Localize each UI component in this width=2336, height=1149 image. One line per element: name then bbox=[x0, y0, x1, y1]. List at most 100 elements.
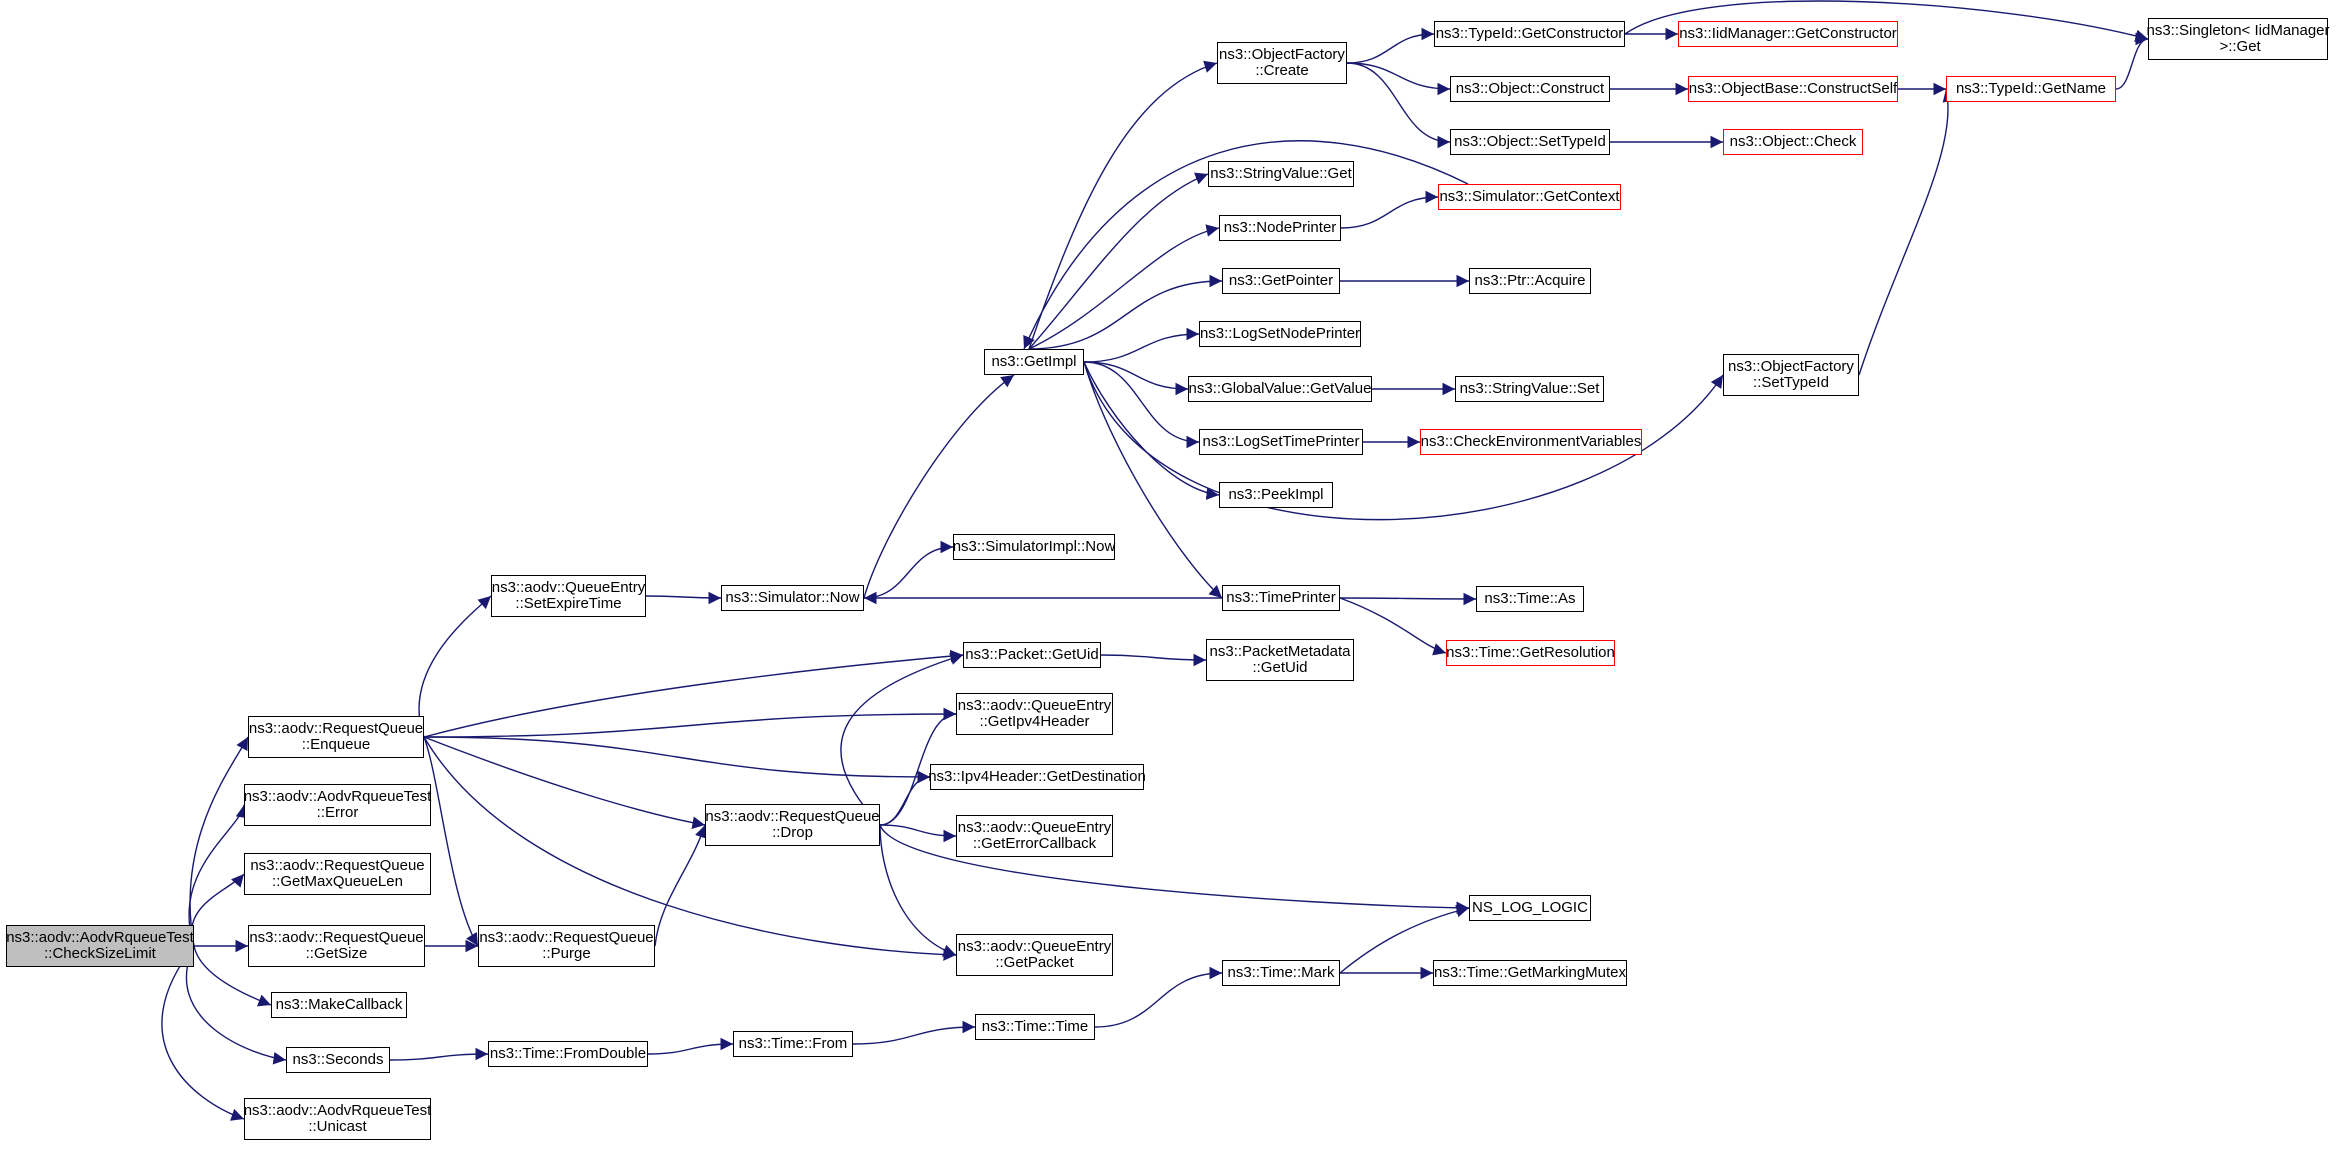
node-peekimpl[interactable]: ns3::PeekImpl bbox=[1219, 482, 1333, 508]
edge-getimpl-to-gv-getvalue bbox=[1083, 361, 1189, 396]
node-obj-check[interactable]: ns3::Object::Check bbox=[1723, 129, 1863, 155]
edge-timeprinter-to-time-getres bbox=[1339, 597, 1447, 656]
edge-rq-enqueue-to-packet-getuid bbox=[423, 649, 964, 738]
node-gv-getvalue[interactable]: ns3::GlobalValue::GetValue bbox=[1188, 376, 1372, 402]
edge-rq-enqueue-to-qe-getipv4 bbox=[423, 707, 957, 738]
node-rq-getsize[interactable]: ns3::aodv::RequestQueue ::GetSize bbox=[248, 925, 425, 967]
edge-sim-getcontext-to-getimpl bbox=[1023, 140, 1469, 350]
node-time-getmutex[interactable]: ns3::Time::GetMarkingMutex bbox=[1433, 960, 1627, 986]
edge-getimpl-to-logsetnodeprinter bbox=[1083, 327, 1200, 363]
node-time-fromdouble[interactable]: ns3::Time::FromDouble bbox=[488, 1041, 648, 1067]
node-sim-now[interactable]: ns3::Simulator::Now bbox=[721, 585, 864, 611]
node-time-as[interactable]: ns3::Time::As bbox=[1476, 586, 1584, 612]
edge-time-from-to-time-time bbox=[852, 1020, 976, 1045]
node-time-from[interactable]: ns3::Time::From bbox=[733, 1031, 853, 1057]
node-checkenv[interactable]: ns3::CheckEnvironmentVariables bbox=[1420, 429, 1642, 455]
edge-root-to-seconds bbox=[185, 945, 287, 1065]
edge-of-settypeid-to-typeid-getname bbox=[1858, 88, 1955, 376]
edge-rq-enqueue-to-qe-setexpire bbox=[418, 595, 492, 738]
node-sim-getcontext[interactable]: ns3::Simulator::GetContext bbox=[1438, 184, 1621, 210]
edge-typeid-getctor-to-singleton-get bbox=[1624, 0, 2149, 42]
edge-getimpl-to-timeprinter bbox=[1083, 361, 1223, 599]
node-logsetnodeprinter[interactable]: ns3::LogSetNodePrinter bbox=[1199, 321, 1361, 347]
node-seconds[interactable]: ns3::Seconds bbox=[286, 1047, 390, 1073]
node-nodeprinter[interactable]: ns3::NodePrinter bbox=[1219, 215, 1341, 241]
node-obj-construct[interactable]: ns3::Object::Construct bbox=[1450, 76, 1610, 102]
node-logsettimeprinter[interactable]: ns3::LogSetTimePrinter bbox=[1199, 429, 1363, 455]
edge-getimpl-to-nodeprinter bbox=[1028, 224, 1220, 350]
edge-rq-drop-to-ipv4-getdest bbox=[879, 770, 931, 826]
node-ipv4-getdest[interactable]: ns3::Ipv4Header::GetDestination bbox=[928, 764, 1146, 790]
node-qe-getipv4[interactable]: ns3::aodv::QueueEntry ::GetIpv4Header bbox=[956, 693, 1113, 735]
edge-typeid-getname-to-singleton-get bbox=[2115, 32, 2149, 90]
edge-time-fromdouble-to-time-from bbox=[647, 1037, 734, 1055]
edge-rq-enqueue-to-rq-drop bbox=[423, 736, 706, 829]
edge-root-to-rq-enqueue bbox=[189, 736, 249, 947]
node-sv-set[interactable]: ns3::StringValue::Set bbox=[1455, 376, 1604, 402]
node-of-settypeid[interactable]: ns3::ObjectFactory ::SetTypeId bbox=[1723, 354, 1859, 396]
edge-root-to-art-error bbox=[188, 804, 249, 947]
node-rq-purge[interactable]: ns3::aodv::RequestQueue ::Purge bbox=[478, 925, 655, 967]
edge-getimpl-to-of-create bbox=[1028, 60, 1218, 350]
node-time-mark[interactable]: ns3::Time::Mark bbox=[1222, 960, 1340, 986]
node-timeprinter[interactable]: ns3::TimePrinter bbox=[1222, 585, 1340, 611]
node-packet-getuid[interactable]: ns3::Packet::GetUid bbox=[963, 642, 1101, 668]
edge-packet-getuid-to-pm-getuid bbox=[1100, 653, 1207, 667]
edge-rq-enqueue-to-qe-getpacket bbox=[423, 736, 957, 961]
edge-of-create-to-typeid-getctor bbox=[1346, 27, 1435, 64]
edge-getimpl-to-getpointer bbox=[1028, 274, 1223, 350]
edge-root-to-art-unicast bbox=[161, 945, 245, 1121]
node-qe-getpacket[interactable]: ns3::aodv::QueueEntry ::GetPacket bbox=[956, 934, 1113, 976]
node-makecallback[interactable]: ns3::MakeCallback bbox=[271, 992, 407, 1018]
node-art-unicast[interactable]: ns3::aodv::AodvRqueueTest ::Unicast bbox=[244, 1098, 431, 1140]
node-time-time[interactable]: ns3::Time::Time bbox=[975, 1014, 1095, 1040]
edge-rq-drop-to-qe-getpacket bbox=[879, 824, 957, 957]
edge-getimpl-to-of-settypeid bbox=[1083, 361, 1724, 521]
node-sv-get[interactable]: ns3::StringValue::Get bbox=[1208, 161, 1354, 187]
node-typeid-getname[interactable]: ns3::TypeId::GetName bbox=[1946, 76, 2116, 102]
edge-time-mark-to-ns-log-logic bbox=[1339, 904, 1470, 974]
edge-seconds-to-time-fromdouble bbox=[389, 1047, 489, 1061]
node-qe-setexpire[interactable]: ns3::aodv::QueueEntry ::SetExpireTime bbox=[491, 575, 646, 617]
node-art-error[interactable]: ns3::aodv::AodvRqueueTest ::Error bbox=[244, 784, 431, 826]
node-getimpl[interactable]: ns3::GetImpl bbox=[984, 349, 1084, 375]
edge-time-time-to-time-mark bbox=[1094, 966, 1223, 1028]
node-iidmgr-getctor[interactable]: ns3::IidManager::GetConstructor bbox=[1678, 21, 1898, 47]
node-time-getres[interactable]: ns3::Time::GetResolution bbox=[1446, 640, 1615, 666]
node-objbase-constructself[interactable]: ns3::ObjectBase::ConstructSelf bbox=[1688, 76, 1898, 102]
node-simimpl-now[interactable]: ns3::SimulatorImpl::Now bbox=[953, 534, 1115, 560]
node-qe-geterrcb[interactable]: ns3::aodv::QueueEntry ::GetErrorCallback bbox=[956, 815, 1113, 857]
edge-rq-enqueue-to-ipv4-getdest bbox=[423, 736, 931, 784]
node-typeid-getctor[interactable]: ns3::TypeId::GetConstructor bbox=[1434, 21, 1625, 47]
edge-qe-setexpire-to-sim-now bbox=[645, 591, 722, 605]
node-rq-drop[interactable]: ns3::aodv::RequestQueue ::Drop bbox=[705, 804, 880, 846]
edge-sim-now-to-getimpl bbox=[863, 374, 1015, 599]
node-obj-settypeid[interactable]: ns3::Object::SetTypeId bbox=[1450, 129, 1610, 155]
node-ns-log-logic[interactable]: NS_LOG_LOGIC bbox=[1469, 895, 1591, 921]
edge-rq-purge-to-rq-drop bbox=[654, 824, 707, 947]
node-getpointer[interactable]: ns3::GetPointer bbox=[1222, 268, 1340, 294]
edge-of-create-to-obj-construct bbox=[1346, 62, 1451, 96]
edge-nodeprinter-to-sim-getcontext bbox=[1340, 190, 1439, 229]
edge-rq-drop-to-qe-geterrcb bbox=[879, 824, 957, 843]
edge-rq-enqueue-to-rq-purge bbox=[423, 736, 479, 947]
node-rq-enqueue[interactable]: ns3::aodv::RequestQueue ::Enqueue bbox=[248, 716, 424, 758]
edge-root-to-rq-getmax bbox=[190, 873, 245, 947]
edge-rq-drop-to-ns-log-logic bbox=[879, 824, 1470, 915]
edge-getimpl-to-sv-get bbox=[1028, 172, 1209, 350]
node-pm-getuid[interactable]: ns3::PacketMetadata ::GetUid bbox=[1206, 639, 1354, 681]
edge-rq-drop-to-packet-getuid bbox=[840, 652, 964, 826]
edge-of-create-to-obj-settypeid bbox=[1346, 62, 1451, 149]
node-ptr-acquire[interactable]: ns3::Ptr::Acquire bbox=[1469, 268, 1591, 294]
node-singleton-get[interactable]: ns3::Singleton< IidManager >::Get bbox=[2146, 18, 2330, 60]
edge-getimpl-to-logsettimeprinter bbox=[1083, 361, 1200, 449]
node-root[interactable]: ns3::aodv::AodvRqueueTest ::CheckSizeLim… bbox=[6, 925, 194, 967]
edge-timeprinter-to-time-as bbox=[1339, 592, 1477, 606]
edge-root-to-makecallback bbox=[193, 945, 272, 1007]
node-rq-getmax[interactable]: ns3::aodv::RequestQueue ::GetMaxQueueLen bbox=[244, 853, 431, 895]
edge-sim-now-to-simimpl-now bbox=[863, 540, 954, 599]
node-of-create[interactable]: ns3::ObjectFactory ::Create bbox=[1217, 42, 1347, 84]
edge-getimpl-to-peekimpl bbox=[1083, 361, 1220, 500]
